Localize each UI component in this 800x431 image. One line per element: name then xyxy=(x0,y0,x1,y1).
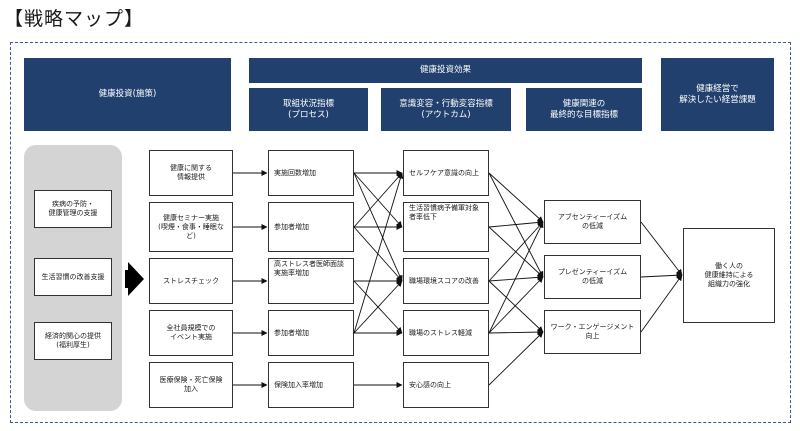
process-2-line1: 参加者増加 xyxy=(274,222,309,231)
measure-4-line1: 全社員規模での xyxy=(166,324,216,332)
big-arrow-stem xyxy=(125,270,130,288)
policy-1-line1: 疾病の予防・ xyxy=(52,200,94,208)
final-goal-3-line2: 向上 xyxy=(585,332,600,340)
process-3-line1: 高ストレス者医師面談 xyxy=(274,260,344,268)
outcome-box-5: 安心感の向上 xyxy=(403,362,489,408)
process-box-1: 実施回数増加 xyxy=(268,150,354,196)
outcome-box-4: 職場のストレス軽減 xyxy=(403,310,489,356)
process-box-5: 保険加入率増加 xyxy=(268,362,354,408)
process-box-3: 高ストレス者医師面談 実施率増加 xyxy=(268,258,354,304)
arrow-p2-o1 xyxy=(353,172,403,228)
final-goal-3-line1: ワーク・エンゲージメント xyxy=(550,323,635,331)
header-final-line2: 最終的な目標指標 xyxy=(549,109,618,120)
header-awareness-line1: 意識変容・行動変容指標 xyxy=(399,98,493,109)
outcome-box-3: 職場環境スコアの改善 xyxy=(403,258,489,304)
arrow-o3-f2 xyxy=(488,274,544,282)
process-4-line1: 参加者増加 xyxy=(274,328,309,337)
policy-2-line1: 生活習慣の改善支援 xyxy=(41,272,105,281)
header-effects-label: 健康投資効果 xyxy=(419,65,471,75)
strategy-map-frame xyxy=(10,42,791,423)
outcome-2-line1: 生活習慣病予備軍対象 xyxy=(409,204,479,212)
arrow-f3-issue xyxy=(640,274,683,333)
measure-4-line2: イベント実施 xyxy=(170,333,212,341)
policy-box-2: 生活習慣の改善支援 xyxy=(34,258,112,296)
header-process: 取組状況指標 (プロセス) xyxy=(249,88,368,131)
measure-1-line2: 情報提供 xyxy=(177,173,205,181)
right-arrow-icon xyxy=(128,262,144,296)
header-final: 健康関連の 最終的な目標指標 xyxy=(526,88,642,131)
measure-box-1: 健康に関する 情報提供 xyxy=(149,150,233,196)
arrow-p4-o3 xyxy=(353,280,403,334)
measure-box-5: 医療保険・死亡保険 加入 xyxy=(149,362,233,408)
measure-1-line1: 健康に関する xyxy=(170,164,212,172)
issue-line3: 組織力の強化 xyxy=(708,280,750,288)
measure-box-2: 健康セミナー実施 (喫煙・食事・睡眠な ど) xyxy=(149,202,233,252)
outcome-1-line1: セルフケア意識の向上 xyxy=(409,168,479,177)
measure-box-3: ストレスチェック xyxy=(149,258,233,304)
final-goal-2-line1: プレゼンティーイズム xyxy=(557,268,628,276)
policy-3-line1: 経済的関心の提供 xyxy=(45,332,101,340)
arrow-o2-f1 xyxy=(488,219,544,228)
header-awareness-line2: (アウトカム) xyxy=(421,109,471,120)
final-goal-box-3: ワーク・エンゲージメント 向上 xyxy=(544,310,641,354)
header-issue-line2: 解決したい経営課題 xyxy=(679,94,756,105)
policy-box-1: 疾病の予防・ 健康管理の支援 xyxy=(34,190,112,228)
arrow-f1-issue xyxy=(640,221,683,276)
issue-line1: 働く人の xyxy=(715,262,743,270)
page-title: 【戦略マップ】 xyxy=(4,8,145,30)
arrow-o5-f3 xyxy=(488,331,544,386)
measure-3-line1: ストレスチェック xyxy=(163,276,219,285)
header-process-line1: 取組状況指標 xyxy=(282,98,334,109)
outcome-box-2: 生活習慣病予備軍対象 者率低下 xyxy=(403,202,489,252)
policy-1-line2: 健康管理の支援 xyxy=(48,209,98,217)
process-box-4: 参加者増加 xyxy=(268,310,354,356)
process-5-line1: 保険加入率増加 xyxy=(274,380,323,389)
arrow-o4-f1 xyxy=(488,221,544,334)
final-goal-2-line2: の低減 xyxy=(582,277,603,285)
header-investment: 健康投資(施策) xyxy=(24,58,231,131)
outcome-5-line1: 安心感の向上 xyxy=(409,380,451,389)
measure-2-line1: 健康セミナー実施 xyxy=(163,213,219,222)
process-1-line1: 実施回数増加 xyxy=(274,168,316,177)
arrow-o1-f2 xyxy=(488,172,544,278)
outcome-3-line1: 職場環境スコアの改善 xyxy=(409,276,479,285)
header-issue: 健康経営で 解決したい経営課題 xyxy=(661,58,774,131)
issue-line2: 健康維持による xyxy=(704,271,754,279)
header-awareness: 意識変容・行動変容指標 (アウトカム) xyxy=(381,88,511,131)
header-effects: 健康投資効果 xyxy=(249,58,642,83)
arrow-p4-o1 xyxy=(353,172,404,334)
measure-2-line3: ど) xyxy=(186,231,196,240)
policy-box-3: 経済的関心の提供 (福利厚生) xyxy=(34,322,112,360)
final-goal-box-1: アブセンティーイズム の低減 xyxy=(544,200,641,244)
process-box-2: 参加者増加 xyxy=(268,202,354,252)
measure-5-line1: 医療保険・死亡保険 xyxy=(159,376,223,384)
final-goal-1-line2: の低減 xyxy=(582,222,603,230)
header-process-line2: (プロセス) xyxy=(288,109,329,120)
arrow-f2-issue xyxy=(640,272,683,279)
arrow-o4-f2 xyxy=(488,276,544,334)
arrow-o4-f3 xyxy=(488,329,544,336)
arrow-o1-f1 xyxy=(488,172,544,223)
header-issue-line1: 健康経営で xyxy=(696,83,739,94)
outcome-4-line1: 職場のストレス軽減 xyxy=(409,328,472,337)
final-goal-box-2: プレゼンティーイズム の低減 xyxy=(544,255,641,299)
measure-2-line2: (喫煙・食事・睡眠な xyxy=(158,222,224,231)
management-issue-box: 働く人の 健康維持による 組織力の強化 xyxy=(683,228,775,323)
outcome-2-line2: 者率低下 xyxy=(409,213,437,221)
process-3-line2: 実施率増加 xyxy=(274,269,309,277)
header-investment-label: 健康投資(施策) xyxy=(98,89,157,99)
policy-3-line2: (福利厚生) xyxy=(56,341,90,349)
arrow-o3-f3 xyxy=(488,280,544,333)
outcome-box-1: セルフケア意識の向上 xyxy=(403,150,489,196)
final-goal-1-line1: アブセンティーイズム xyxy=(557,213,628,221)
header-final-line1: 健康関連の xyxy=(562,98,606,109)
arrow-o3-f1 xyxy=(488,221,544,282)
measure-box-4: 全社員規模での イベント実施 xyxy=(149,310,233,356)
measure-5-line2: 加入 xyxy=(184,385,198,393)
